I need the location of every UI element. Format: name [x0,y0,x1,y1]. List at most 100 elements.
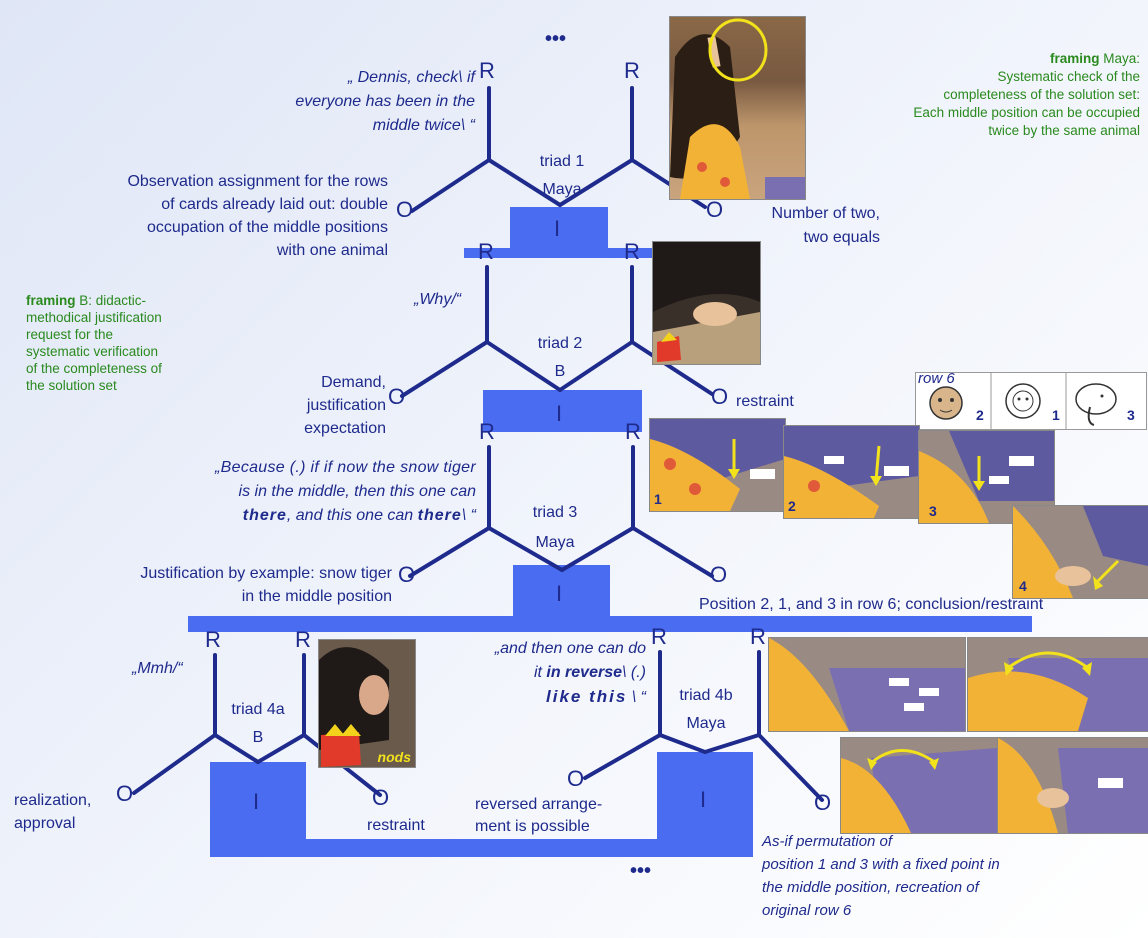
framing-maya-person: Maya: [1099,51,1140,66]
triad4b-o-right: O [814,790,832,815]
photo-b-nods: nods [318,639,416,768]
triad4a-speaker: B [252,729,264,746]
triad1-o-left: O [396,197,414,222]
framing-b-keyword: framing [26,293,76,308]
sequence-photo-2-drawing [784,426,919,518]
triad2-right-text: restraint [736,393,794,410]
triad4b-emphasis: in reverse [546,664,622,681]
triad4b-quote-part: \ (.) [622,664,646,681]
row6-number: 1 [1052,407,1060,423]
photo-reverse-3-drawing [841,738,997,833]
triad2-left-line: Demand, [321,374,386,391]
triad3-emphasis: there [417,507,462,524]
top-ellipsis: ••• [545,28,567,50]
triad4a-quote: „Mmh/“ [132,660,183,677]
triad2-box [483,390,642,432]
triad3-right-text: Position 2, 1, and 3 in row 6; conclusio… [699,596,1044,613]
sequence-number: 2 [788,498,796,514]
triad1-speaker: Maya [542,181,582,198]
triad4a-left-text: realization, approval [14,789,91,835]
triad3-r-right: R [625,419,641,444]
triad1-o-right: O [706,197,724,222]
triad2-left-line: justification [306,397,386,414]
triad1-name: triad 1 [539,153,585,170]
triad2-left-text: Demand, justification expectation [304,371,386,440]
photo-reverse-2 [967,637,1148,732]
photo-b-hands [652,241,761,365]
sequence-number: 3 [929,503,937,519]
triad4b-emphasis: like this [546,687,628,706]
triad3-r-left: R [479,419,495,444]
triad4b-r-right: R [750,624,766,649]
triad2-r-right: R [624,239,640,264]
triad3-left-line: in the middle position [241,588,392,605]
triad2-left-line: expectation [304,420,386,437]
photo-b-nods-drawing [319,640,415,767]
elephant-card-icon [1075,383,1117,426]
triad4b-right-line: As-if permutation of [762,833,893,850]
triad1-label: triad 1 Maya [522,148,602,204]
triad4b-right-line: original row 6 [762,902,852,919]
sequence-photo-4-drawing [1013,506,1148,598]
main-bar [188,616,1032,632]
photo-reverse-1 [768,637,966,732]
snow-tiger-card-icon [929,386,963,420]
framing-b-line: of the completeness of [26,361,162,376]
triad3-o-left: O [398,562,416,587]
triad4-bar [210,839,753,857]
triad4a-label: triad 4a B [218,696,298,752]
triad4a-i: I [253,789,260,814]
framing-b-line: systematic verification [26,344,159,359]
framing-b-text: framing B: didactic- methodical justific… [26,292,162,394]
triad3-box [513,565,610,617]
triad1-right-line: Number of two, [771,205,880,222]
triad4b-left-text: reversed arrange- ment is possible [475,794,602,838]
triad4b-right-text: As-if permutation of position 1 and 3 wi… [762,830,1000,922]
triad4b-right-line: the middle position, recreation of [762,879,979,896]
triad4b-label: triad 4b Maya [666,682,746,738]
triad4b-i: I [700,787,707,812]
triad3-label: triad 3 Maya [515,498,595,558]
triad1-left-line: Observation assignment for the rows [127,173,388,190]
triad3-quote-line: there, and this one can there\ “ [215,504,476,528]
triad4b-right-line: position 1 and 3 with a fixed point in [762,856,1000,873]
framing-maya-keyword: framing [1049,51,1100,66]
sequence-photo-2: 2 [783,425,920,519]
triad4b-quote-part: \ “ [627,689,646,706]
triad1-right-line: two equals [803,229,881,246]
framing-maya-line: Each middle position can be occupied [913,105,1140,120]
lion-card-icon [1005,383,1041,419]
triad4a-r-left: R [205,627,221,652]
photo-reverse-2-drawing [968,638,1148,731]
photo-reverse-4-drawing [998,738,1148,833]
triad4b-left-line: reversed arrange- [475,796,603,813]
triad4b-quote: „and then one can do it in reverse\ (.) … [495,637,646,710]
photo-reverse-1-drawing [769,638,965,731]
triad1-box [510,207,608,249]
row6-label: row 6 [918,370,955,387]
interaction-boxes [188,207,1032,857]
triad4b-r-left: R [651,624,667,649]
photo-maya-gesture-drawing [670,17,805,199]
triad1-quote: „ Dennis, check\ if everyone has been in… [295,66,475,138]
triad4b-quote-line: like this \ “ [495,685,646,710]
triad1-quote-line: middle twice\ “ [372,117,475,134]
triad4a-o-left: O [116,781,134,806]
row6-number: 3 [1127,407,1135,423]
triad3-speaker: Maya [535,534,575,551]
sequence-photo-4: 4 [1012,505,1148,599]
triad1-r-left: R [479,58,495,83]
sequence-number: 1 [654,491,662,507]
triad4b-quote-line: it in reverse\ (.) [495,661,646,685]
triad4b-o-left: O [567,766,585,791]
triad4a-name: triad 4a [231,701,285,718]
triad1-bar [464,248,655,258]
triad3-emphasis: there [242,507,287,524]
photo-reverse-4 [997,737,1148,834]
triad4b-name: triad 4b [679,687,733,704]
triad4a-left-line: realization, [14,792,92,809]
sequence-photo-1-drawing [650,419,785,511]
triad1-quote-line: „ Dennis, check\ if [347,69,475,86]
